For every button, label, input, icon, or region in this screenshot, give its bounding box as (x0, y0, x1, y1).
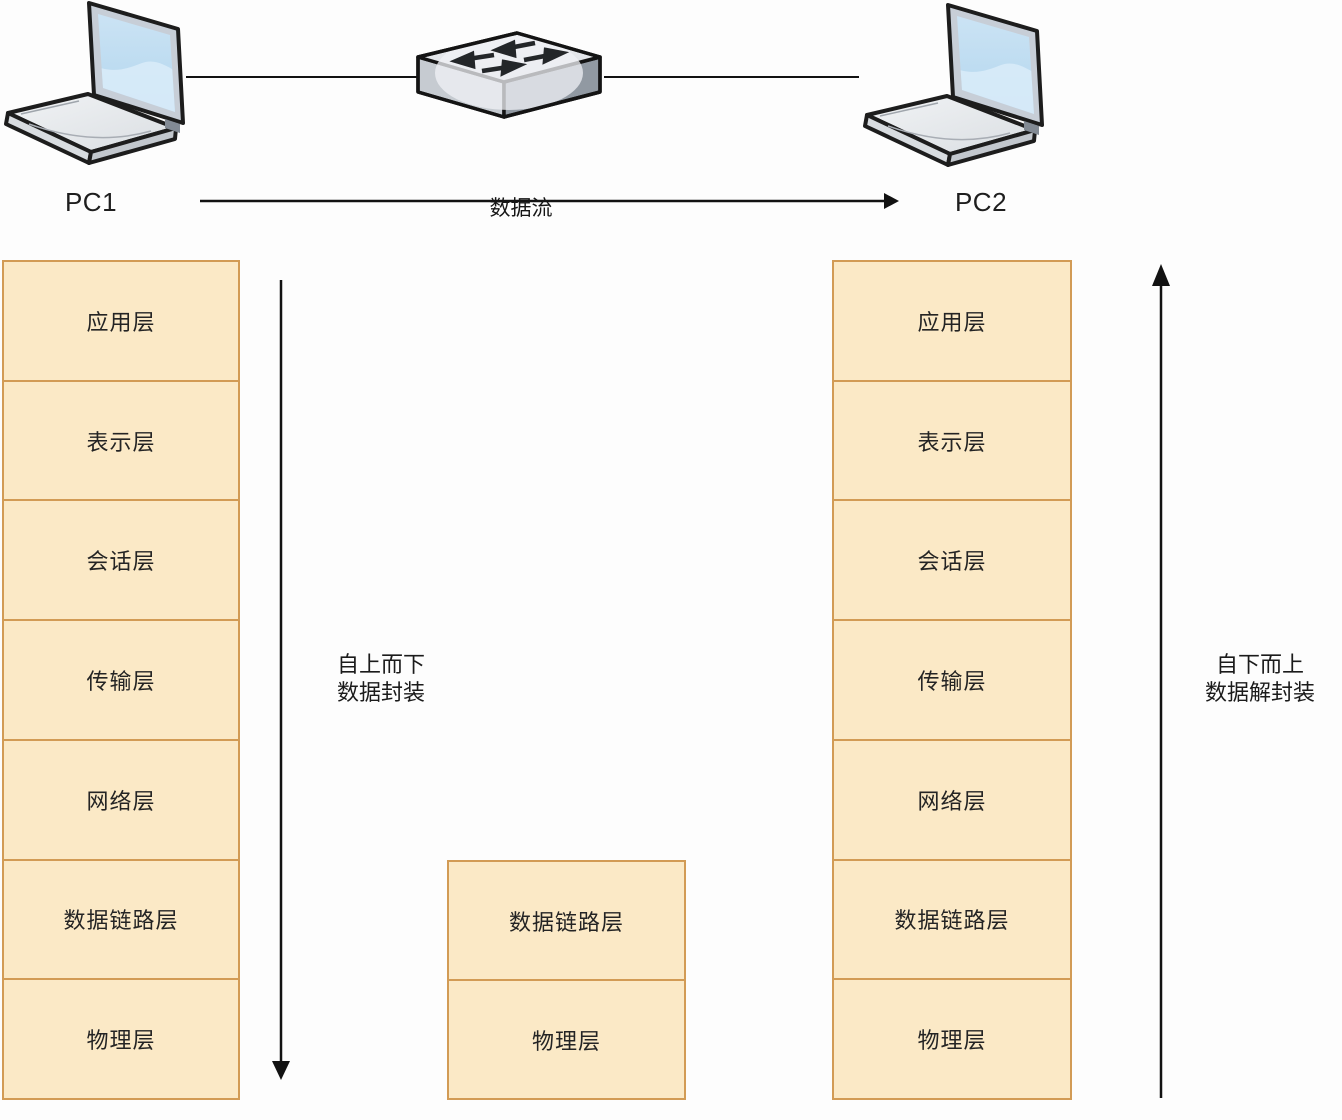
layer-presentation: 表示层 (4, 382, 238, 502)
layer-physical: 物理层 (86, 1028, 156, 1054)
layer-transport: 传输层 (4, 621, 238, 741)
layer-datalink: 数据链路层 (449, 862, 684, 981)
decapsulation-note: 自下而上 数据解封装 (1185, 651, 1335, 707)
decapsulation-up-arrow (1152, 264, 1170, 1098)
switch-icon (416, 27, 606, 122)
decapsulation-note-line2: 数据解封装 (1204, 680, 1315, 705)
osi-stack-pc1: 应用层 表示层 会话层 传输层 网络层 数据链路层 物理层 (2, 260, 240, 1100)
dataflow-label: 数据流 (489, 197, 553, 220)
osi-stack-pc2: 应用层 表示层 会话层 传输层 网络层 数据链路层 物理层 (832, 260, 1072, 1100)
encapsulation-note: 自上而下 数据封装 (311, 651, 451, 707)
layer-application: 应用层 (4, 262, 238, 382)
layer-physical: 物理层 (917, 1028, 987, 1054)
layer-application: 应用层 (834, 262, 1070, 382)
encapsulation-down-arrow (272, 280, 290, 1080)
pc2-laptop-icon (857, 2, 1049, 168)
encapsulation-note-line2: 数据封装 (336, 680, 425, 705)
encapsulation-note-line1: 自上而下 (336, 652, 425, 677)
pc1-label: PC1 (64, 187, 118, 217)
layer-physical: 物理层 (531, 1028, 601, 1054)
layer-network: 网络层 (4, 741, 238, 861)
layer-session: 会话层 (4, 501, 238, 622)
pc1-laptop-icon (0, 0, 190, 166)
layer-transport: 传输层 (834, 621, 1070, 741)
layer-network: 网络层 (834, 741, 1070, 861)
layer-presentation: 表示层 (834, 382, 1070, 502)
layer-datalink: 数据链路层 (4, 861, 238, 981)
pc2-label: PC2 (954, 187, 1008, 217)
layer-session: 会话层 (834, 501, 1070, 622)
osi-stack-switch: 数据链路层 物理层 (447, 860, 686, 1100)
layer-datalink: 数据链路层 (834, 861, 1070, 981)
decapsulation-note-line1: 自下而上 (1215, 652, 1304, 677)
